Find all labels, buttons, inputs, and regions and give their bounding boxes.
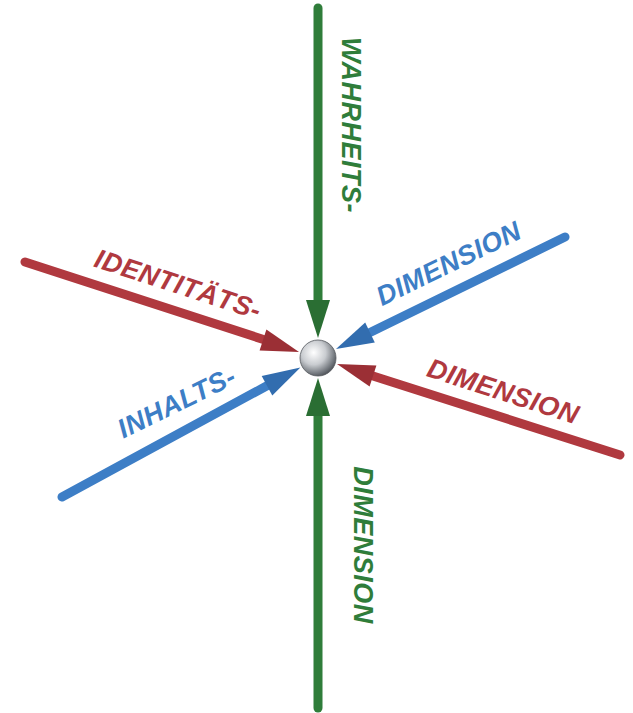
axis-label-holder: WAHRHEITS- (337, 37, 364, 213)
arrow-head (260, 330, 299, 353)
axis-label-holder: DIMENSION (349, 466, 376, 624)
arrow-head (306, 300, 330, 338)
green-axis (314, 416, 323, 708)
arrow-head (336, 323, 375, 349)
green-axis (314, 8, 323, 302)
arrow-head (337, 364, 376, 387)
arrow-head (262, 368, 301, 396)
axis-label: DIMENSION (349, 466, 376, 624)
arrow-head (306, 378, 330, 416)
center-sphere (300, 340, 336, 376)
axis-label: WAHRHEITS- (337, 37, 364, 213)
